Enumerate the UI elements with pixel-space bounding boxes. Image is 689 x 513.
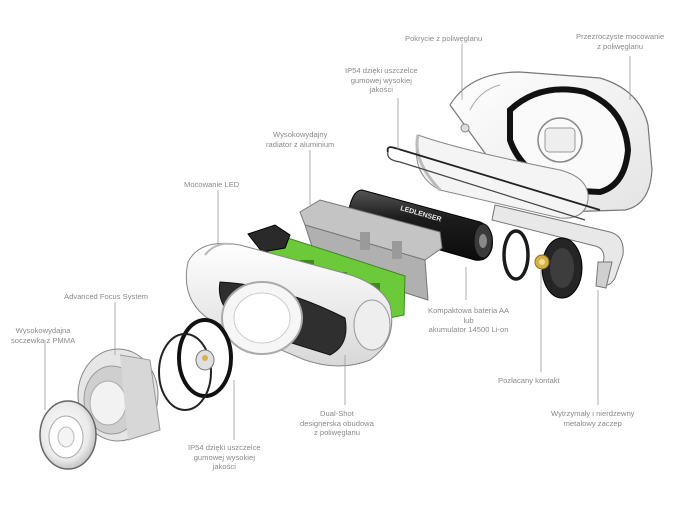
label-battery: Kompaktowa bateria AA lub akumulator 145… bbox=[428, 306, 510, 335]
label-radiator: Wysokowydajny radiator z aluminium bbox=[266, 130, 335, 149]
label-clear-mount: Przezroczyste mocowanie z poliwęglanu bbox=[576, 32, 665, 51]
label-gold-contact: Pozłacany kontakt bbox=[498, 376, 560, 385]
metal-clip-part bbox=[491, 204, 624, 289]
led-mount-part bbox=[247, 224, 291, 253]
label-lens: Wysokowydajna soczewka z PMMA bbox=[11, 326, 76, 345]
leader-lines bbox=[44, 44, 631, 440]
label-led-mount: Mocowanie LED bbox=[184, 180, 240, 189]
lens-part bbox=[39, 400, 97, 470]
label-ip54-top: IP54 dzięki uszczelce gumowej wysokiej j… bbox=[345, 66, 418, 95]
focus-system-part bbox=[77, 348, 161, 442]
main-housing-part bbox=[185, 242, 393, 367]
battery-part: LEDLENSER bbox=[348, 189, 493, 261]
label-metal-clip: Wytrzymały i nierdzewny metalowy zaczep bbox=[551, 409, 635, 428]
rear-gasket-and-contact bbox=[502, 229, 583, 299]
label-housing: Dual-Shot designerska obudowa z poliwęgl… bbox=[300, 409, 374, 438]
cover-part bbox=[415, 134, 589, 219]
top-gasket-ring bbox=[386, 146, 601, 221]
clear-mount-part bbox=[449, 71, 653, 213]
label-focus-system: Advanced Focus System bbox=[64, 292, 148, 301]
label-ip54-bottom: IP54 dzięki uszczelce gumowej wysokiej j… bbox=[188, 443, 261, 472]
label-cover: Pokrycie z poliwęglanu bbox=[405, 34, 483, 43]
front-gasket-and-led bbox=[158, 318, 233, 411]
